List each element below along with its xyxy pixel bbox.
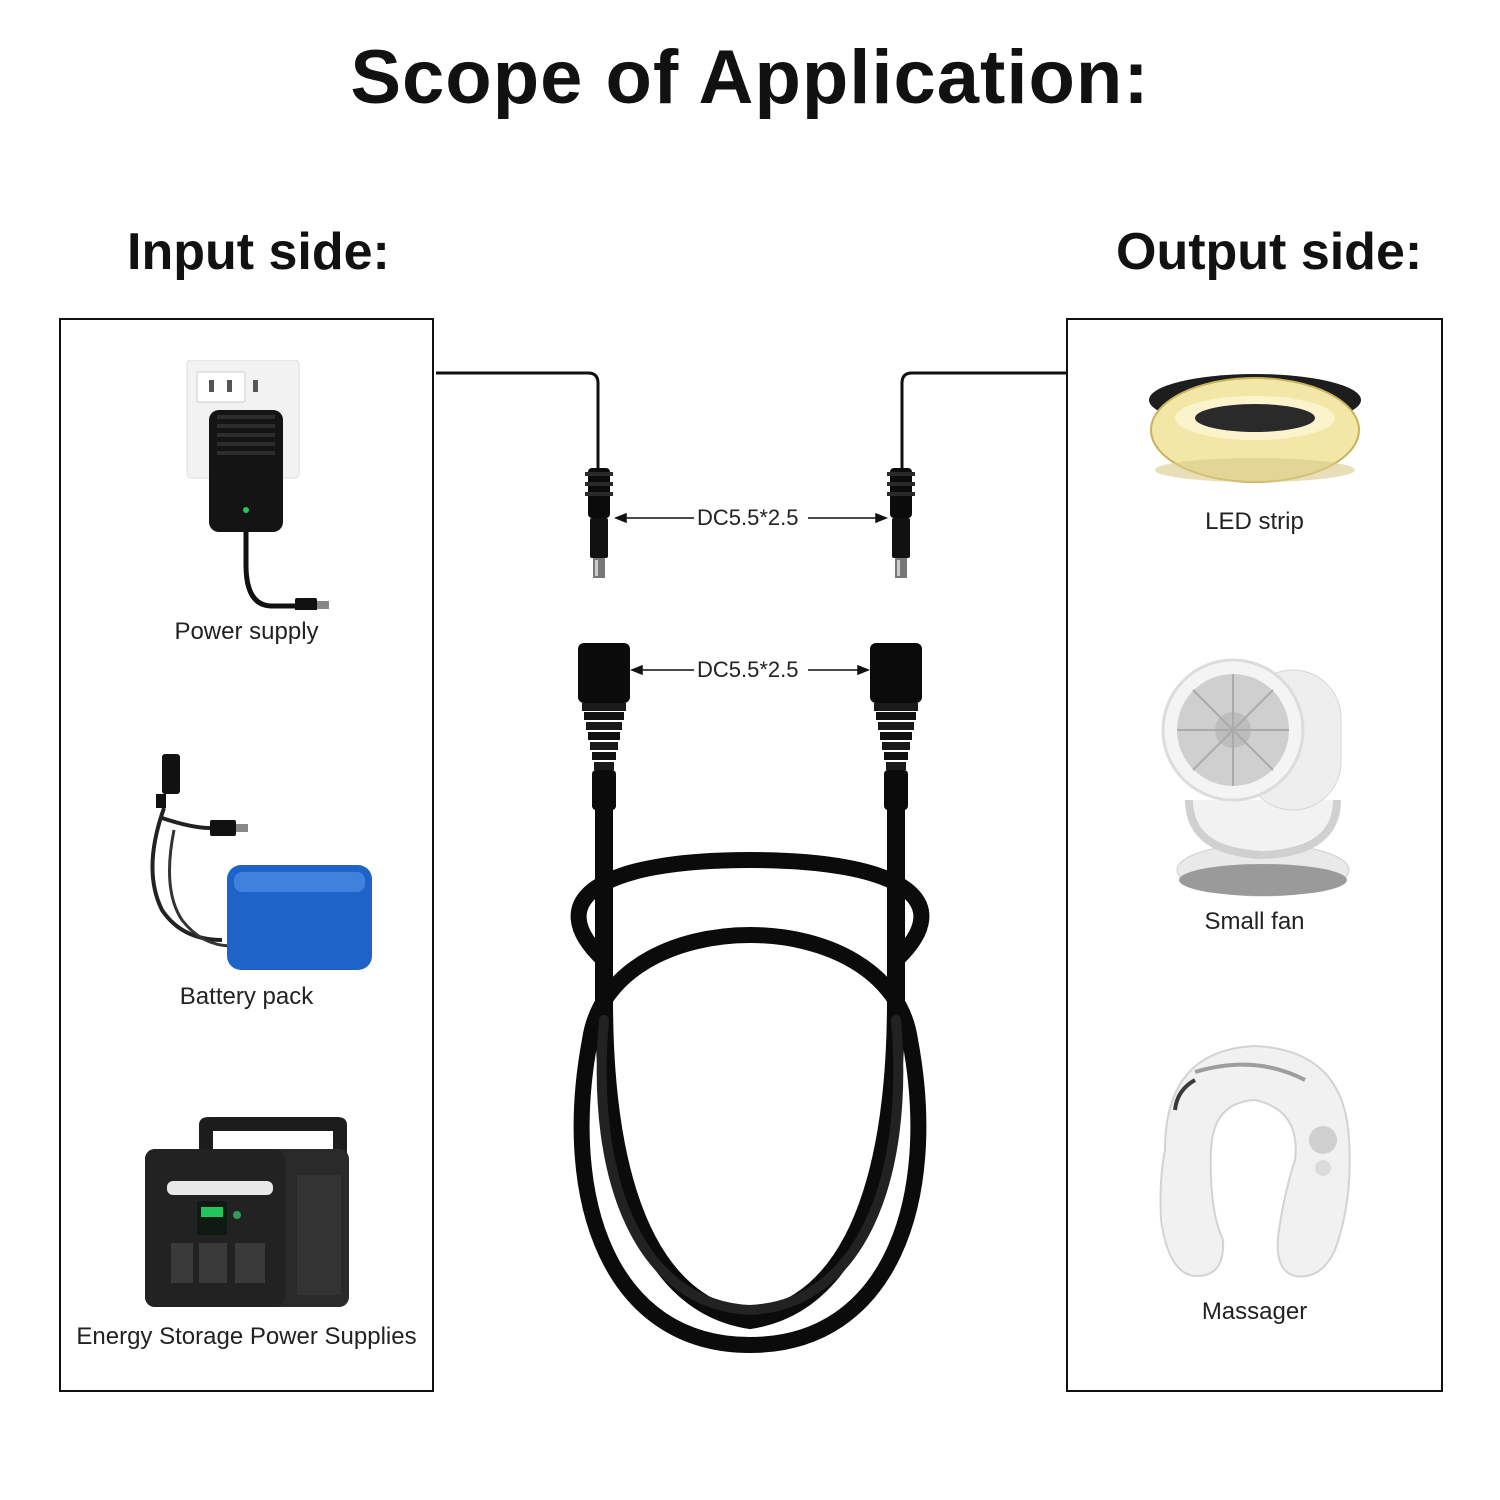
device-label-energy-storage: Energy Storage Power Supplies bbox=[76, 1323, 417, 1350]
power-adapter-icon bbox=[186, 360, 329, 610]
left-input-wire bbox=[436, 371, 600, 470]
output-panel: LED strip Small fan Mass bbox=[1066, 318, 1443, 1392]
device-label-massager: Massager bbox=[1201, 1298, 1308, 1325]
device-battery-pack: Battery pack bbox=[61, 750, 432, 1011]
power-station-icon bbox=[144, 1117, 349, 1307]
device-label-small-fan: Small fan bbox=[1204, 908, 1305, 935]
input-side-heading: Input side: bbox=[127, 223, 390, 281]
female-jack-right bbox=[870, 643, 922, 810]
output-side-heading: Output side: bbox=[1116, 223, 1423, 281]
device-power-supply: Power supply bbox=[61, 360, 432, 646]
device-energy-storage: Energy Storage Power Supplies bbox=[61, 1115, 432, 1351]
device-small-fan: Small fan bbox=[1068, 650, 1441, 936]
male-plug-right bbox=[887, 468, 915, 578]
coiled-cable bbox=[570, 796, 930, 1354]
right-output-wire bbox=[900, 371, 1066, 470]
led-strip-icon bbox=[1148, 374, 1361, 483]
device-led-strip: LED strip bbox=[1068, 370, 1441, 536]
female-connector-spec: DC5.5*2.5 bbox=[695, 657, 801, 683]
male-connector-spec: DC5.5*2.5 bbox=[695, 505, 801, 531]
battery-pack-icon bbox=[149, 754, 372, 970]
page-title: Scope of Application: bbox=[350, 35, 1150, 120]
device-label-led-strip: LED strip bbox=[1205, 508, 1304, 535]
female-jack-left bbox=[578, 643, 630, 810]
device-massager: Massager bbox=[1068, 1040, 1441, 1326]
device-label-battery-pack: Battery pack bbox=[179, 983, 314, 1010]
device-label-power-supply: Power supply bbox=[174, 618, 319, 645]
fan-icon bbox=[1161, 658, 1349, 897]
neck-massager-icon bbox=[1159, 1044, 1351, 1278]
input-panel: Power supply Battery pack bbox=[59, 318, 434, 1392]
male-plug-left bbox=[585, 468, 613, 578]
